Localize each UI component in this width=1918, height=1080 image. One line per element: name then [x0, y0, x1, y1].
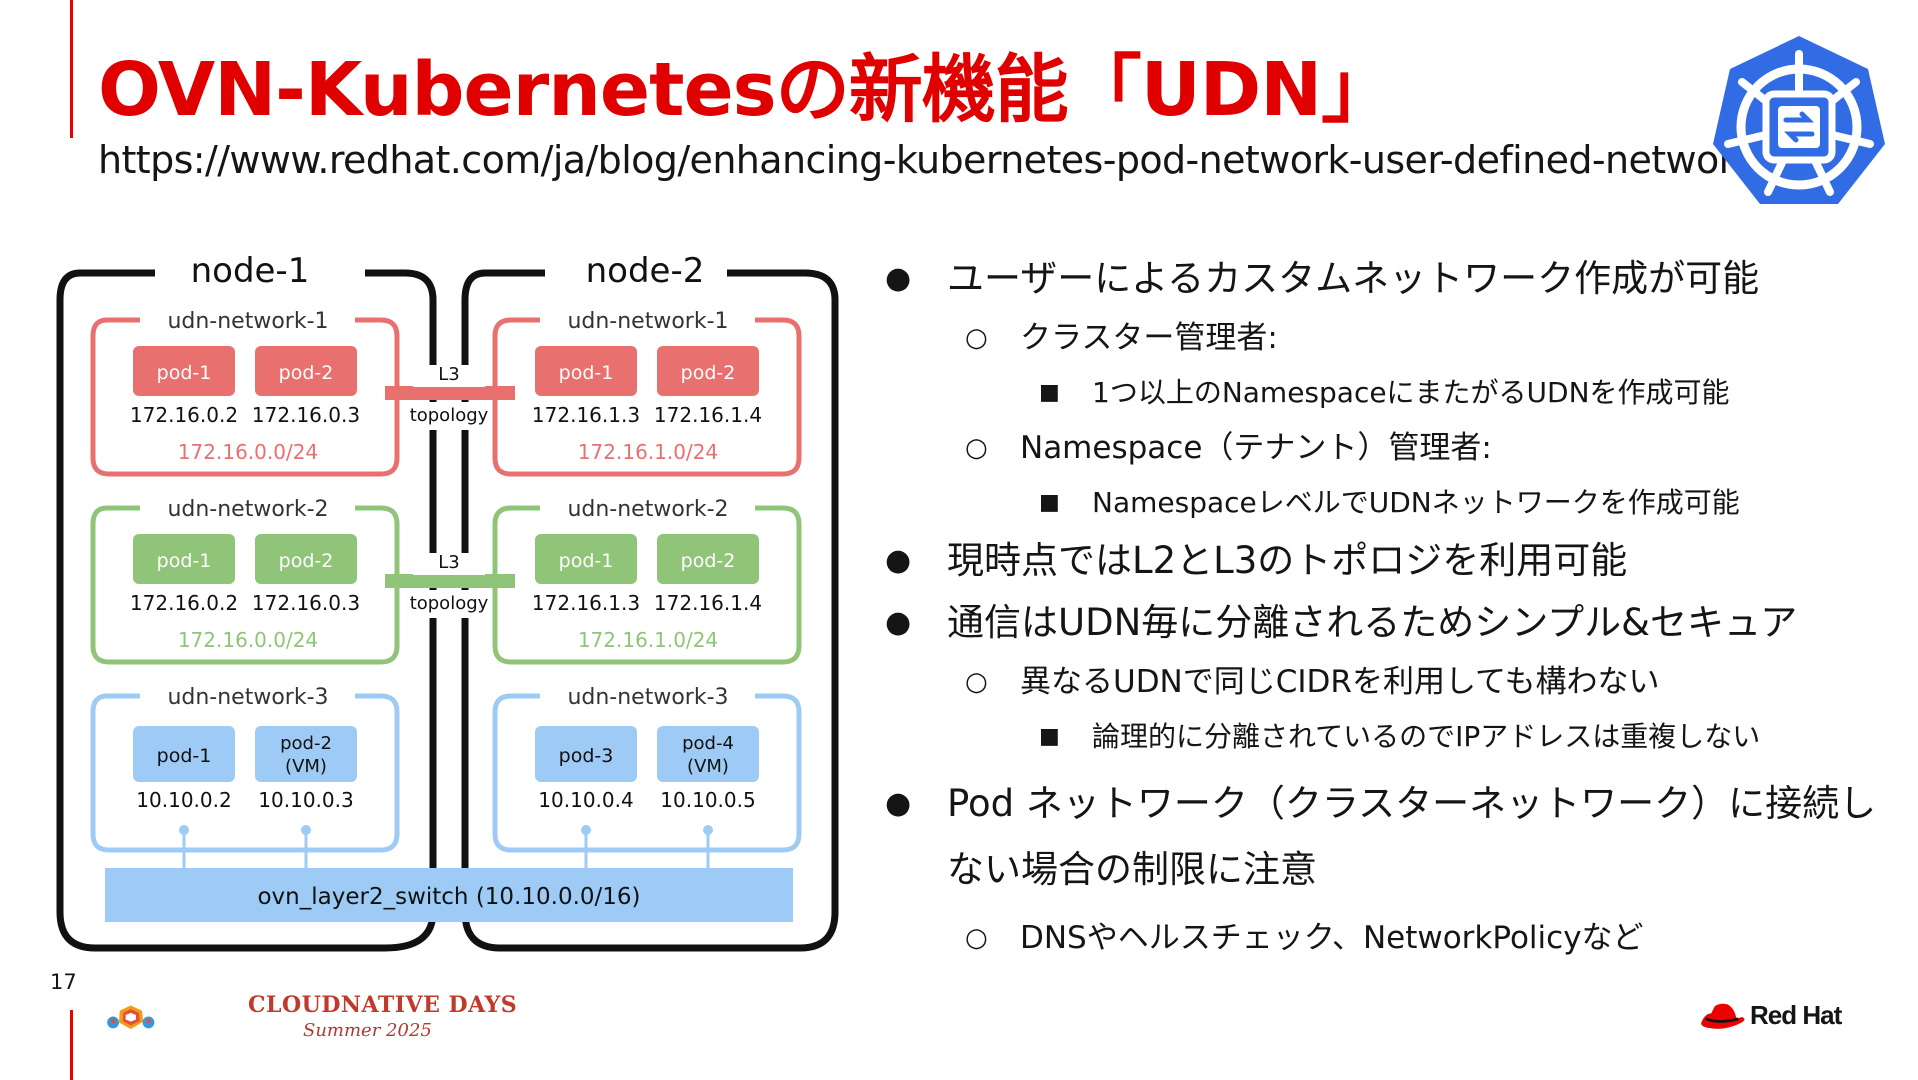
- bullet-item: ■1つ以上のNamespaceにまたがるUDNを作成可能: [885, 373, 1895, 413]
- cloudnative-days-logo-icon: [107, 1005, 155, 1030]
- pod-label: (VM): [687, 756, 729, 777]
- udn-network-3-right: udn-network-3 pod-3 pod-4 (VM) 10.10.0.4…: [492, 685, 802, 870]
- l3-link-2: L3 topology: [385, 552, 515, 618]
- pod-ip: 172.16.0.3: [252, 591, 360, 615]
- event-subtitle: Summer 2025: [303, 1020, 432, 1041]
- bullet-marker: ●: [885, 605, 912, 640]
- bullet-marker: ○: [965, 433, 988, 463]
- switch-label: ovn_layer2_switch (10.10.0.0/16): [257, 884, 640, 910]
- pod-label: pod-2: [280, 733, 332, 754]
- pod-label: pod-1: [157, 362, 212, 384]
- pod-label: pod-2: [681, 550, 736, 572]
- pod-ip: 172.16.1.4: [654, 403, 762, 427]
- node-1-frame: [56, 269, 437, 952]
- node-2-label: node-2: [586, 251, 705, 291]
- bullet-item: ●通信はUDN毎に分離されるためシンプル&セキュア: [885, 599, 1895, 647]
- bullet-list: ●ユーザーによるカスタムネットワーク作成が可能 ○クラスター管理者: ■1つ以上…: [885, 255, 1895, 973]
- bullet-item: ○異なるUDNで同じCIDRを利用しても構わない: [885, 661, 1895, 703]
- bullet-marker: ■: [1039, 490, 1060, 515]
- network-name: udn-network-1: [167, 309, 328, 334]
- udn-network-2-right: udn-network-2 pod-1 pod-2 172.16.1.3 172…: [492, 497, 802, 665]
- pod-label: pod-2: [279, 550, 334, 572]
- network-cidr: 172.16.0.0/24: [178, 628, 318, 652]
- bullet-item: ○Namespace（テナント）管理者:: [885, 427, 1895, 469]
- pod-label: pod-4: [682, 733, 734, 754]
- network-name: udn-network-2: [567, 497, 728, 522]
- network-name: udn-network-3: [567, 685, 728, 710]
- udn-network-3-left: udn-network-3 pod-1 pod-2 (VM) 10.10.0.2…: [90, 685, 400, 870]
- pod-label: pod-2: [279, 362, 334, 384]
- bullet-marker: ○: [965, 923, 988, 953]
- pod-ip: 172.16.1.3: [532, 403, 640, 427]
- bullet-item: ○クラスター管理者:: [885, 317, 1895, 359]
- reference-url[interactable]: https://www.redhat.com/ja/blog/enhancing…: [98, 138, 1775, 182]
- page-number: 17: [50, 970, 77, 994]
- link-2-topology-label: topology: [410, 593, 489, 614]
- pod-ip: 10.10.0.5: [660, 788, 755, 812]
- bullet-item: ●Pod ネットワーク（クラスターネットワーク）に接続しない場合の制限に注意: [885, 771, 1895, 903]
- pod-label: pod-1: [157, 745, 212, 767]
- l3-link-1: L3 topology: [385, 364, 515, 430]
- accent-line-top: [70, 0, 73, 138]
- accent-line-bottom: [70, 1010, 73, 1080]
- pod-ip: 10.10.0.3: [258, 788, 353, 812]
- bullet-marker: ●: [885, 543, 912, 578]
- pod-label: (VM): [285, 756, 327, 777]
- node-1-label: node-1: [191, 251, 310, 291]
- pod-label: pod-1: [559, 362, 614, 384]
- node-2-frame: [461, 269, 839, 952]
- network-cidr: 172.16.1.0/24: [578, 628, 718, 652]
- pod-ip: 172.16.0.2: [130, 591, 238, 615]
- bullet-marker: ●: [885, 786, 912, 821]
- event-name: CLOUDNATIVE DAYS: [248, 992, 518, 1018]
- bullet-item: ■論理的に分離されているのでIPアドレスは重複しない: [885, 717, 1895, 757]
- udn-network-1-right: udn-network-1 pod-1 pod-2 172.16.1.3 172…: [492, 309, 802, 477]
- link-1-topology-label: topology: [410, 405, 489, 426]
- pod-ip: 172.16.0.3: [252, 403, 360, 427]
- pod-label: pod-2: [681, 362, 736, 384]
- kubernetes-logo-icon: [1713, 36, 1885, 204]
- network-cidr: 172.16.0.0/24: [178, 440, 318, 464]
- udn-network-1-left: udn-network-1 pod-1 pod-2 172.16.0.2 172…: [90, 309, 400, 477]
- bullet-item: ●現時点ではL2とL3のトポロジを利用可能: [885, 537, 1895, 585]
- pod-ip: 172.16.0.2: [130, 403, 238, 427]
- network-name: udn-network-2: [167, 497, 328, 522]
- bullet-item: ○DNSやヘルスチェック、NetworkPolicyなど: [885, 917, 1895, 959]
- pod-label: pod-1: [559, 550, 614, 572]
- redhat-hat-icon: [1701, 1003, 1745, 1029]
- pod-label: pod-1: [157, 550, 212, 572]
- bullet-marker: ●: [885, 261, 912, 296]
- pod-label: pod-3: [559, 745, 614, 767]
- ovn-layer2-switch: ovn_layer2_switch (10.10.0.0/16): [105, 868, 793, 922]
- pod-ip: 10.10.0.2: [136, 788, 231, 812]
- bullet-marker: ○: [965, 323, 988, 353]
- pod-ip: 10.10.0.4: [538, 788, 633, 812]
- udn-diagram: node-1 node-2 L3 topology L3 topology ud…: [56, 251, 839, 952]
- page-title: OVN-Kubernetesの新機能「UDN」: [98, 47, 1395, 133]
- pod-ip: 172.16.1.4: [654, 591, 762, 615]
- bullet-item: ●ユーザーによるカスタムネットワーク作成が可能: [885, 255, 1895, 303]
- pod-ip: 172.16.1.3: [532, 591, 640, 615]
- bullet-item: ■NamespaceレベルでUDNネットワークを作成可能: [885, 483, 1895, 523]
- bullet-marker: ○: [965, 667, 988, 697]
- link-1-l3-label: L3: [438, 364, 459, 385]
- network-name: udn-network-3: [167, 685, 328, 710]
- bullet-marker: ■: [1039, 380, 1060, 405]
- udn-network-2-left: udn-network-2 pod-1 pod-2 172.16.0.2 172…: [90, 497, 400, 665]
- redhat-wordmark: Red Hat: [1750, 1000, 1842, 1030]
- network-cidr: 172.16.1.0/24: [578, 440, 718, 464]
- network-name: udn-network-1: [567, 309, 728, 334]
- bullet-marker: ■: [1039, 724, 1060, 749]
- link-2-l3-label: L3: [438, 552, 459, 573]
